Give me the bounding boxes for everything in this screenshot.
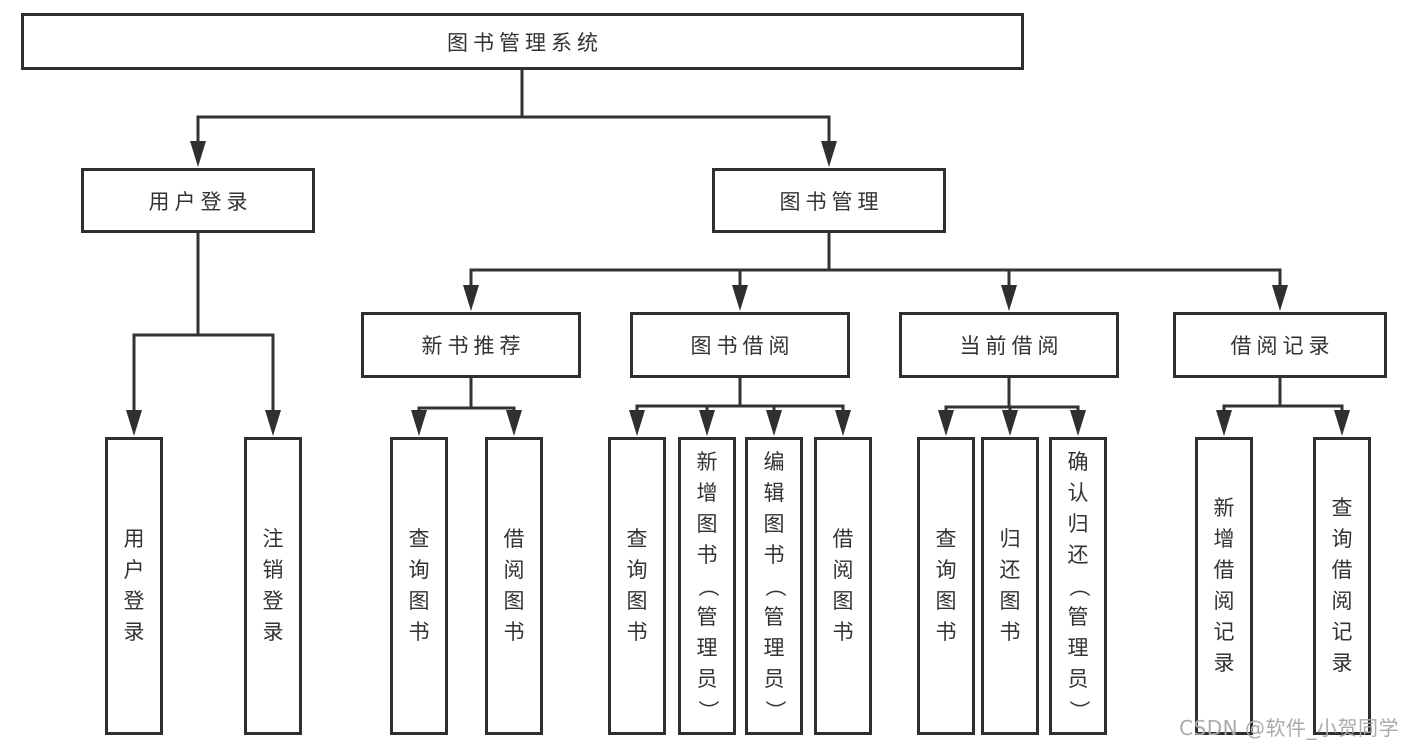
leaf-label: 查询图书 bbox=[626, 527, 648, 644]
node-book-borrow: 图书借阅 bbox=[630, 312, 850, 378]
node-label: 借阅记录 bbox=[1230, 334, 1335, 358]
leaf-add-books-admin: 新增图书（管理员） bbox=[678, 437, 736, 735]
node-label: 用户登录 bbox=[148, 189, 253, 214]
leaf-borrow-books-recommend: 借阅图书 bbox=[485, 437, 543, 735]
leaf-query-books-current: 查询图书 bbox=[917, 437, 975, 735]
leaf-label: 借阅图书 bbox=[503, 527, 525, 644]
leaf-label: 查询借阅记录 bbox=[1331, 496, 1353, 675]
node-current-borrow: 当前借阅 bbox=[899, 312, 1119, 378]
node-book-management: 图书管理 bbox=[712, 168, 946, 233]
leaf-label: 查询图书 bbox=[935, 527, 957, 644]
leaf-confirm-return-admin: 确认归还（管理员） bbox=[1049, 437, 1107, 735]
leaf-user-login: 用户登录 bbox=[105, 437, 163, 735]
leaf-add-borrow-record: 新增借阅记录 bbox=[1195, 437, 1253, 735]
node-label: 图书管理 bbox=[779, 189, 884, 214]
node-user-login: 用户登录 bbox=[81, 168, 315, 233]
leaf-query-books-borrow: 查询图书 bbox=[608, 437, 666, 735]
leaf-label: 查询图书 bbox=[408, 527, 430, 644]
leaf-label: 借阅图书 bbox=[832, 527, 854, 644]
node-borrow-records: 借阅记录 bbox=[1173, 312, 1387, 378]
leaf-borrow-books: 借阅图书 bbox=[814, 437, 872, 735]
leaf-label: 注销登录 bbox=[262, 527, 284, 644]
leaf-label: 归还图书 bbox=[999, 527, 1021, 644]
leaf-label: 确认归还（管理员） bbox=[1066, 449, 1091, 721]
csdn-watermark: CSDN @软件_小贺同学 bbox=[1179, 716, 1399, 740]
node-label: 当前借阅 bbox=[959, 334, 1064, 358]
node-new-book-recommend: 新书推荐 bbox=[361, 312, 581, 378]
leaf-query-borrow-record: 查询借阅记录 bbox=[1313, 437, 1371, 735]
leaf-query-books-recommend: 查询图书 bbox=[390, 437, 448, 735]
leaf-label: 用户登录 bbox=[123, 527, 145, 644]
node-label: 图书借阅 bbox=[690, 334, 795, 358]
leaf-edit-books-admin: 编辑图书（管理员） bbox=[745, 437, 803, 735]
node-label: 图书管理系统 bbox=[447, 30, 603, 55]
leaf-logout: 注销登录 bbox=[244, 437, 302, 735]
leaf-label: 新增图书（管理员） bbox=[695, 449, 720, 721]
leaf-label: 新增借阅记录 bbox=[1213, 496, 1235, 675]
leaf-label: 编辑图书（管理员） bbox=[762, 449, 787, 721]
node-library-management-system: 图书管理系统 bbox=[21, 13, 1024, 70]
node-label: 新书推荐 bbox=[421, 334, 526, 358]
leaf-return-books: 归还图书 bbox=[981, 437, 1039, 735]
